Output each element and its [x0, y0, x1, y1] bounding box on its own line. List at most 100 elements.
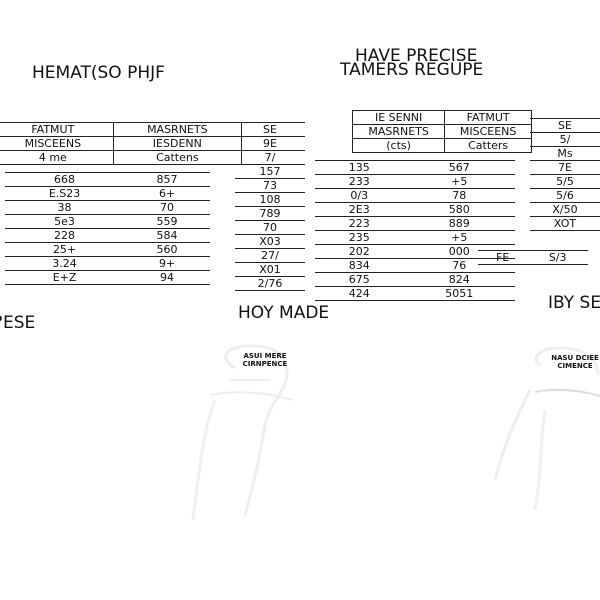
right-sketch-label: NASU DCIEE CIMENCE [551, 354, 599, 370]
table-cell: 202 [315, 244, 404, 259]
table-cell: 73 [235, 178, 305, 193]
table-cell: 228 [5, 228, 125, 243]
table-row: 7/ [235, 150, 305, 165]
table-cell: 38 [5, 200, 125, 215]
center-sketch-drawing [191, 344, 294, 521]
table-row: X03 [235, 234, 305, 249]
table-row: 5/6 [530, 188, 600, 203]
table-row: FATMUT MASRNETS [0, 122, 243, 137]
table-row: 27/ [235, 248, 305, 263]
table-cell: 2E3 [315, 202, 404, 217]
table-row: XOT [530, 216, 600, 231]
table-cell: 5051 [403, 286, 515, 301]
center-sketch-label: ASUI MERE CIRNPENCE [242, 352, 288, 368]
table-header-cell: Cattens [112, 150, 243, 165]
table-row: (cts) Catters [351, 138, 532, 153]
table-row: 9E [235, 136, 305, 151]
table-cell: 889 [403, 216, 515, 231]
table-cell: 157 [235, 164, 305, 179]
table-cell: 824 [403, 272, 515, 287]
table-cell: 668 [5, 172, 125, 187]
table-row: 7E [530, 160, 600, 175]
table-cell: 789 [235, 206, 305, 221]
table-far-right: SE 5/ Ms 7E 5/5 5/6 X/50 XOT [530, 118, 600, 231]
table-row: 5/ [530, 132, 600, 147]
table-cell: X01 [235, 262, 305, 277]
table-cell: 584 [124, 228, 210, 243]
table-left-header-body: FATMUT MASRNETS MISCEENS IESDENN 4 me Ca… [0, 122, 243, 165]
table-cell: 9E [235, 136, 305, 151]
table-cell: 5/6 [530, 188, 600, 203]
table-cell: 560 [124, 242, 210, 257]
table-row: SE [530, 118, 600, 133]
table-cell: 567 [403, 160, 515, 175]
table-header-cell: IESDENN [112, 136, 243, 151]
table-cell: XOT [530, 216, 600, 231]
table-header-cell: MASRNETS [112, 122, 243, 137]
table-header-cell: MASRNETS [351, 124, 446, 139]
center-sketch: ASUI MERE CIRNPENCE [175, 330, 315, 540]
table-row: 235+5 [315, 230, 515, 245]
table-cell: 7/ [235, 150, 305, 165]
table-row: 5/5 [530, 174, 600, 189]
table-cell: +5 [403, 174, 515, 189]
table-header-cell: (cts) [351, 138, 446, 153]
table-cell: E+Z [5, 270, 125, 285]
table-cell: 6+ [124, 186, 210, 201]
table-header-cell: MISCEENS [0, 136, 114, 151]
table-cell: 233 [315, 174, 404, 189]
heading-bottom-left: ?ESE [0, 313, 36, 333]
table-header-cell: IE SENNI [351, 110, 446, 125]
table-cell: 7E [530, 160, 600, 175]
table-header-cell: FATMUT [444, 110, 532, 125]
table-row: 108 [235, 192, 305, 207]
table-cell: S/3 [527, 250, 588, 265]
heading-right-sub: TAMERS REGUPE [340, 60, 484, 80]
table-cell: 25+ [5, 242, 125, 257]
table-right: IE SENNI FATMUT MASRNETS MISCEENS (cts) … [351, 110, 532, 153]
table-row: SE [235, 122, 305, 137]
table-cell: 27/ [235, 248, 305, 263]
table-cell: 424 [315, 286, 404, 301]
table-cell: 70 [124, 200, 210, 215]
table-row: X01 [235, 262, 305, 277]
table-cell: 78 [403, 188, 515, 203]
heading-right: HAVE PRECISE [355, 46, 478, 66]
table-header-cell: Catters [444, 138, 532, 153]
table-cell: 559 [124, 214, 210, 229]
table-cell: 70 [235, 220, 305, 235]
table-row: 233+5 [315, 174, 515, 189]
table-row: MASRNETS MISCEENS [351, 124, 532, 139]
table-cell: 2/76 [235, 276, 305, 291]
table-cell: 108 [235, 192, 305, 207]
table-cell: 5e3 [5, 214, 125, 229]
table-header-cell: 4 me [0, 150, 114, 165]
table-cell: 857 [124, 172, 210, 187]
heading-left: HEMAT(SO PHJF [32, 63, 165, 83]
table-row: 789 [235, 206, 305, 221]
table-cell: SE [235, 122, 305, 137]
heading-bottom-center: HOY MADE [238, 303, 330, 323]
table-cell: 223 [315, 216, 404, 231]
heading-bottom-right: IBY SE [548, 293, 600, 313]
table-row: MISCEENS IESDENN [0, 136, 243, 151]
table-cell: X/50 [530, 202, 600, 217]
table-cell: 94 [124, 270, 210, 285]
table-cell: E.S23 [5, 186, 125, 201]
table-row: 25+560 [5, 242, 210, 257]
table-cell: 675 [315, 272, 404, 287]
